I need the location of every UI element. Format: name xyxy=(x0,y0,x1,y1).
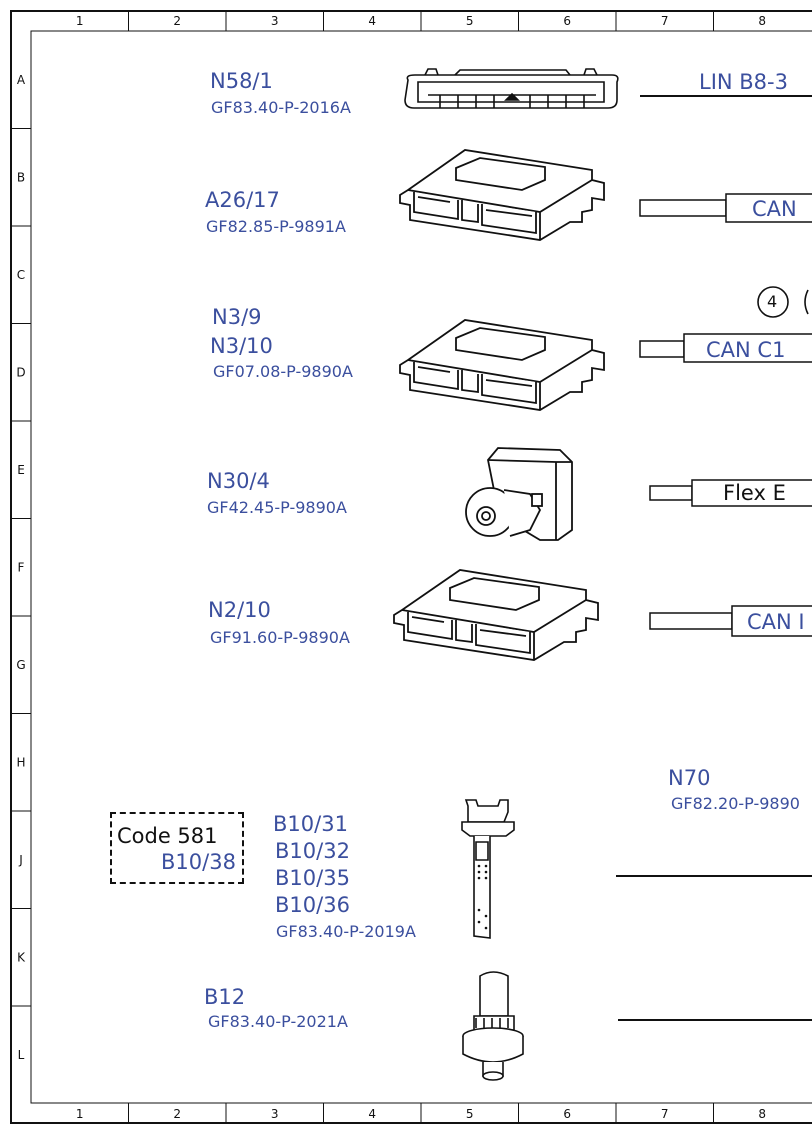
column-labels: 1 1 2 2 3 3 4 4 5 5 6 6 7 7 8 8 xyxy=(76,14,766,1121)
column-label: 2 xyxy=(173,14,181,28)
component-id-b12: B12 xyxy=(204,985,246,1009)
n30-4-component-drawing xyxy=(465,447,573,541)
code-box-id: B10/38 xyxy=(161,850,236,874)
component-doc-n30-4: GF42.45-P-9890A xyxy=(207,498,347,517)
row-label: B xyxy=(17,170,25,184)
column-label: 4 xyxy=(368,1107,376,1121)
component-doc-b10: GF83.40-P-2019A xyxy=(276,922,416,941)
component-doc-n58-1: GF83.40-P-2016A xyxy=(211,98,351,117)
column-label: 5 xyxy=(466,14,474,28)
b12-sensor-drawing xyxy=(462,971,524,1081)
column-label: 1 xyxy=(76,1107,84,1121)
row-label: A xyxy=(17,73,26,87)
component-id-b10-36: B10/36 xyxy=(275,893,350,917)
component-id-b10-32: B10/32 xyxy=(275,839,350,863)
column-ticks xyxy=(128,11,714,1123)
component-id-a26-17: A26/17 xyxy=(205,188,280,212)
column-label: 3 xyxy=(271,14,279,28)
row-label: L xyxy=(18,1048,25,1062)
row-label: J xyxy=(18,853,23,867)
component-doc-n3: GF07.08-P-9890A xyxy=(213,362,353,381)
row-label: D xyxy=(16,365,25,379)
bus-label-can-i: CAN I xyxy=(747,610,805,634)
component-id-n30-4: N30/4 xyxy=(207,469,270,493)
component-id-b10-31: B10/31 xyxy=(273,812,348,836)
n3-9-component-drawing xyxy=(399,319,605,411)
bus-label-can-c1: CAN C1 xyxy=(706,338,786,362)
n58-1-component-drawing xyxy=(404,68,619,109)
column-label: 8 xyxy=(758,14,766,28)
component-doc-b12: GF83.40-P-2021A xyxy=(208,1012,348,1031)
component-id-n70: N70 xyxy=(668,766,711,790)
b10-sensor-drawing xyxy=(461,799,515,939)
column-label: 6 xyxy=(563,14,571,28)
outer-frame xyxy=(10,10,812,1124)
row-label: F xyxy=(18,560,25,574)
column-label: 6 xyxy=(563,1107,571,1121)
bus-label-lin-b8-3: LIN B8-3 xyxy=(699,70,788,94)
component-doc-n70: GF82.20-P-9890 xyxy=(671,794,800,813)
row-labels: A B C D E F G H J K L xyxy=(16,73,26,1062)
code-box-title: Code 581 xyxy=(117,824,218,848)
column-label: 8 xyxy=(758,1107,766,1121)
n2-10-component-drawing xyxy=(393,569,599,661)
column-label: 3 xyxy=(271,1107,279,1121)
component-id-n2-10: N2/10 xyxy=(208,598,271,622)
component-doc-n2-10: GF91.60-P-9890A xyxy=(210,628,350,647)
row-label: H xyxy=(16,755,25,769)
code-581-box xyxy=(110,812,244,884)
row-label: E xyxy=(17,463,25,477)
column-label: 7 xyxy=(661,14,669,28)
column-label: 1 xyxy=(76,14,84,28)
column-label: 2 xyxy=(173,1107,181,1121)
a26-17-component-drawing xyxy=(399,149,605,241)
component-id-b10-35: B10/35 xyxy=(275,866,350,890)
bus-label-flex-e: Flex E xyxy=(723,481,786,505)
row-label: G xyxy=(16,658,25,672)
component-id-n3-9: N3/9 xyxy=(212,305,262,329)
component-doc-a26-17: GF82.85-P-9891A xyxy=(206,217,346,236)
column-label: 5 xyxy=(466,1107,474,1121)
row-label: C xyxy=(17,268,25,282)
bus-label-can: CAN xyxy=(752,197,797,221)
row-label: K xyxy=(17,950,26,964)
component-id-n3-10: N3/10 xyxy=(210,334,273,358)
component-id-n58-1: N58/1 xyxy=(210,69,273,93)
row-ticks xyxy=(11,128,31,1007)
bus-lines xyxy=(616,95,812,1021)
inner-frame xyxy=(30,30,812,1104)
column-label: 4 xyxy=(368,14,376,28)
column-label: 7 xyxy=(661,1107,669,1121)
marker-circle-4: 4 xyxy=(767,292,778,311)
